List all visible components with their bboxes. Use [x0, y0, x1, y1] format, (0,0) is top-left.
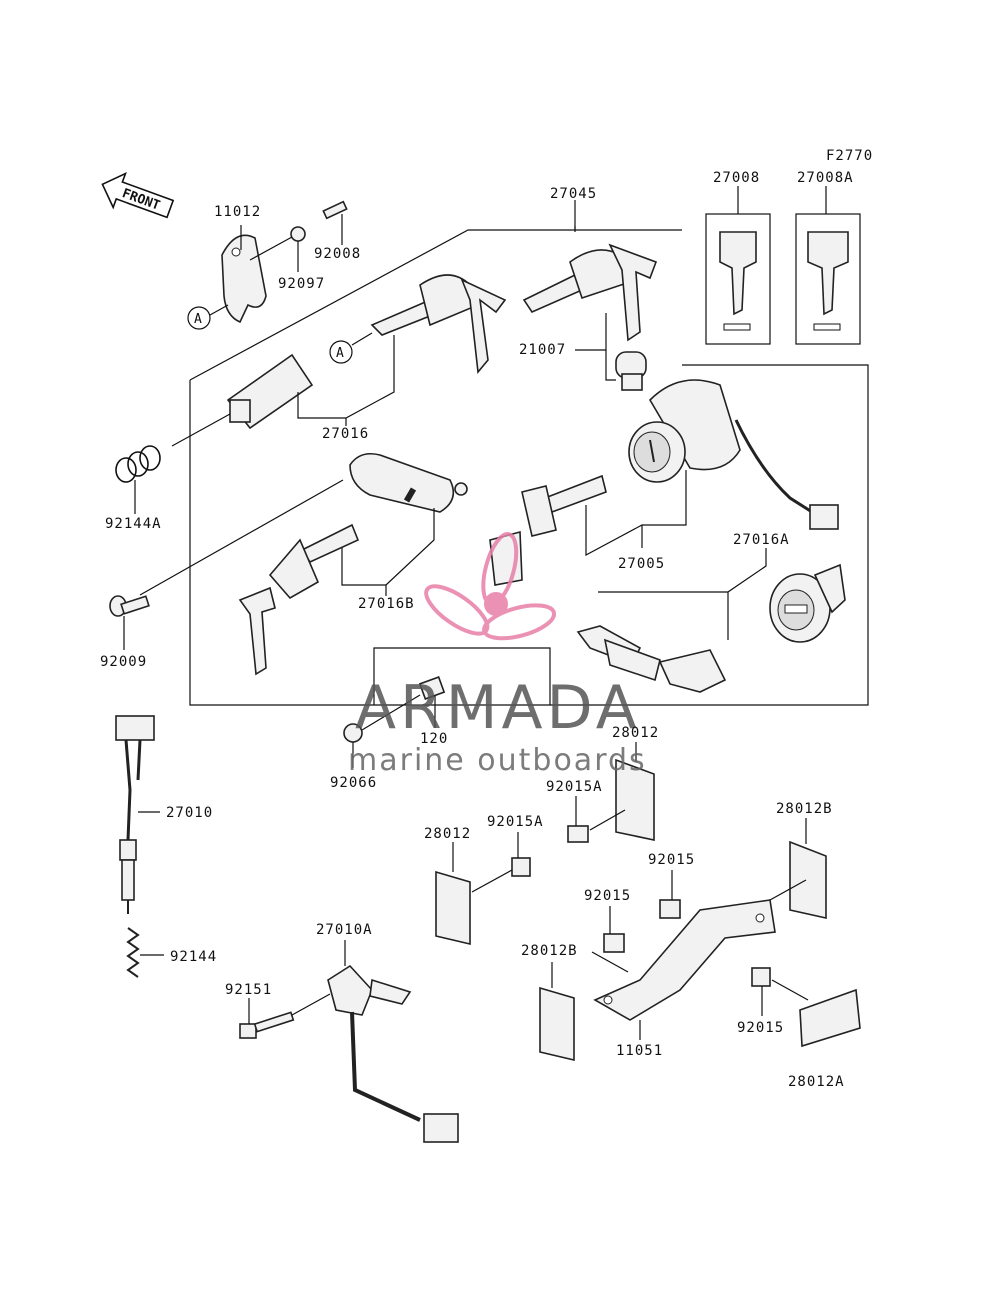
label-27016A: 27016A — [733, 532, 790, 548]
pad-28012B-left — [539, 986, 575, 1062]
bolt-120 — [418, 676, 446, 700]
key-card-27008A — [795, 213, 861, 345]
label-92151: 92151 — [225, 982, 272, 998]
label-92015-c: 92015 — [737, 1020, 784, 1036]
label-92015A-upper: 92015A — [546, 779, 603, 795]
ignition-switch — [628, 379, 839, 530]
pad-28012-lower — [435, 870, 471, 946]
screw — [322, 200, 348, 220]
grommet-92015-a — [659, 899, 681, 919]
label-27010: 27010 — [166, 805, 213, 821]
screw-92009 — [109, 595, 150, 617]
label-28012B-right: 28012B — [776, 801, 833, 817]
label-11051: 11051 — [616, 1043, 663, 1059]
label-27010A: 27010A — [316, 922, 373, 938]
grommet-92015-b — [603, 933, 625, 953]
key-set-27016B — [238, 523, 360, 676]
label-92008: 92008 — [314, 246, 361, 262]
label-92009: 92009 — [100, 654, 147, 670]
key-card-27008 — [705, 213, 771, 345]
key-set-27005 — [489, 474, 607, 586]
key-set-27016 — [370, 274, 507, 374]
diagram-code: F2770 — [826, 148, 873, 164]
label-27016: 27016 — [322, 426, 369, 442]
label-28012A: 28012A — [788, 1074, 845, 1090]
watermark: ARMADA marine outboards — [348, 532, 647, 778]
pad-28012-upper — [615, 758, 655, 841]
marker-a-left: A — [187, 306, 211, 330]
label-28012-upper: 28012 — [612, 725, 659, 741]
propeller-logo-icon — [424, 532, 557, 641]
label-27008: 27008 — [713, 170, 760, 186]
grommet-92015-c — [751, 967, 771, 987]
marker-a-right: A — [329, 340, 353, 364]
label-92015-a: 92015 — [648, 852, 695, 868]
key-set-27045 — [522, 243, 658, 342]
key-cap — [615, 351, 647, 391]
label-27005: 27005 — [618, 556, 665, 572]
label-92015A-lower: 92015A — [487, 814, 544, 830]
svg-text:A: A — [336, 346, 344, 361]
label-92015-b: 92015 — [584, 888, 631, 904]
switch-27010 — [115, 715, 155, 914]
front-arrow-icon: FRONT — [101, 172, 175, 219]
label-92066: 92066 — [330, 775, 377, 791]
watermark-title: ARMADA — [355, 673, 641, 743]
key-set-27016A — [576, 625, 727, 693]
lock-body — [349, 452, 468, 513]
label-21007: 21007 — [519, 342, 566, 358]
label-92144: 92144 — [170, 949, 217, 965]
label-27016B: 27016B — [358, 596, 415, 612]
pad-28012B-right — [789, 840, 827, 919]
bracket-11051 — [593, 899, 776, 1021]
label-120: 120 — [420, 731, 448, 747]
spring-92144 — [126, 927, 140, 978]
switch-27010A — [327, 964, 459, 1143]
pad-28012A — [799, 988, 861, 1048]
assembly-outline-top — [189, 229, 682, 381]
grommet-92015A-lower — [511, 857, 531, 877]
switch-27016A — [769, 563, 846, 643]
label-28012-lower: 28012 — [424, 826, 471, 842]
grommet-92015A-upper — [567, 825, 589, 843]
label-11012: 11012 — [214, 204, 261, 220]
bolt-92151 — [239, 1011, 295, 1039]
washer — [290, 226, 306, 242]
svg-text:A: A — [194, 312, 202, 327]
lock-plate — [221, 234, 267, 324]
assembly-outline — [189, 364, 869, 706]
spring — [115, 445, 161, 483]
label-27008A: 27008A — [797, 170, 854, 186]
label-92144A: 92144A — [105, 516, 162, 532]
label-27045: 27045 — [550, 186, 597, 202]
label-28012B-left: 28012B — [521, 943, 578, 959]
ignition-cylinder — [226, 353, 314, 430]
label-92097: 92097 — [278, 276, 325, 292]
watermark-subtitle: marine outboards — [348, 743, 647, 778]
